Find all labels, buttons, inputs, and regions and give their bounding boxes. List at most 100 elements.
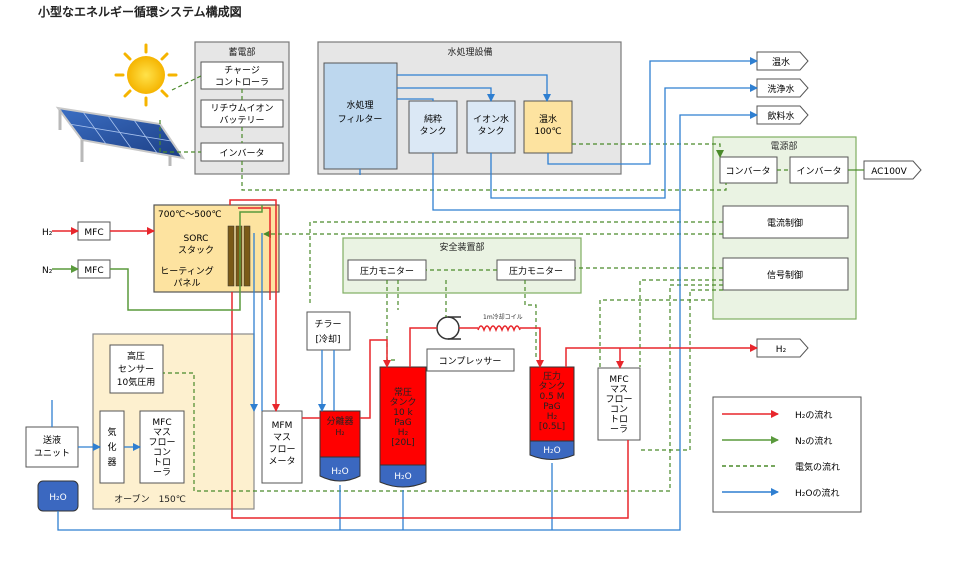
oven-mfc-line2: マス <box>153 428 171 438</box>
battery-line2: バッテリー <box>219 115 264 126</box>
power-inverter: インバータ <box>789 156 849 184</box>
legend: H₂の流れ N₂の流れ 電気の流れ H₂Oの流れ <box>712 396 862 513</box>
output-ac100v: AC100V <box>863 160 922 180</box>
normal-pressure-tank: 常圧 タンク 10 k PaG H₂ [20L] H₂O <box>379 366 427 488</box>
charge-controller-line1: チャージ <box>224 65 260 76</box>
pure-tank-line1: 純粋 <box>424 113 442 125</box>
feed-unit-line1: 送液 <box>43 434 61 446</box>
mfm-line2: マス <box>273 433 291 443</box>
normal-tank-line1: 常圧 <box>394 386 412 398</box>
output-hot-water-label: 温水 <box>772 56 790 68</box>
chiller-line1: チラー <box>314 319 341 330</box>
output-wash-water: 洗浄水 <box>756 78 809 98</box>
separator-sub: H₂ <box>335 428 344 437</box>
output-wash-water-label: 洗浄水 <box>767 83 794 95</box>
mfm-line3: フロー <box>268 445 295 455</box>
hot-water-tank: 温水 100℃ <box>523 100 573 154</box>
signal-control-label: 信号制御 <box>767 269 803 281</box>
high-pressure-sensor: 高圧 センサー 10気圧用 <box>109 344 164 394</box>
input-n2-mfc: MFC <box>77 259 111 279</box>
pressure-tank-line4: PaG <box>543 402 561 412</box>
input-h2-mfc: MFC <box>77 221 111 241</box>
lithium-battery: リチウムイオン バッテリー <box>200 99 284 128</box>
vaporizer-line1: 気 <box>107 426 116 438</box>
oven-mfc-line3: フロー <box>148 438 175 448</box>
right-mfc-line2: マス <box>610 385 628 395</box>
water-filter-line1: 水処理 <box>346 99 373 111</box>
compressor: コンプレッサー <box>426 348 515 372</box>
h2-lines <box>52 199 758 519</box>
right-mfc-line5: トロ <box>610 415 628 425</box>
pure-water-tank: 純粋 タンク <box>408 100 458 154</box>
normal-tank-bottom: H₂O <box>394 472 411 482</box>
hot-tank-line2: 100℃ <box>534 127 561 137</box>
input-h2-mfc-label: MFC <box>84 228 103 238</box>
storage-inverter-label: インバータ <box>219 148 264 159</box>
pressure-monitor-1: 圧力モニター <box>347 259 427 281</box>
normal-tank-line3: 10 k <box>393 408 413 418</box>
pressure-tank-line1: 圧力 <box>543 370 561 382</box>
right-mfc-line4: コン <box>610 405 628 415</box>
vaporizer-line3: 器 <box>107 457 116 468</box>
pressure-monitor-2: 圧力モニター <box>496 259 576 281</box>
cooling-coil-icon <box>477 325 521 333</box>
pressure-monitor-2-label: 圧力モニター <box>509 265 563 277</box>
water-filter: 水処理 フィルター <box>323 62 398 170</box>
pressure-tank: 圧力 タンク 0.5 M PaG H₂ [0.5L] H₂O <box>529 366 575 460</box>
chiller-line2: [冷却] <box>315 333 340 345</box>
power-inverter-label: インバータ <box>796 166 841 177</box>
ion-water-tank: イオン水 タンク <box>466 100 516 154</box>
input-n2-mfc-label: MFC <box>84 266 103 276</box>
n2-lines <box>52 205 263 311</box>
diagram-title: 小型なエネルギー循環システム構成図 <box>38 4 242 19</box>
output-h2: H₂ <box>756 338 809 358</box>
current-control: 電流制御 <box>722 205 849 239</box>
chiller: チラー [冷却] <box>306 311 351 351</box>
sorc-stack-unit: 700℃～500℃ SORC スタック ヒーティング パネル <box>153 204 280 293</box>
mfm-line4: メータ <box>268 456 295 467</box>
stack-plates-icon <box>227 225 251 287</box>
ion-tank-line2: タンク <box>477 126 504 137</box>
h2o-reservoir: H₂O <box>37 480 79 512</box>
current-control-label: 電流制御 <box>767 217 803 229</box>
feed-unit-line2: ユニット <box>34 449 70 459</box>
sun-icon <box>114 43 178 107</box>
oven-mfc: MFC マス フロー コン トロ ーラ <box>139 410 185 484</box>
pressure-tank-line3: 0.5 M <box>540 392 565 402</box>
sorc-stack-line2: スタック <box>178 245 214 256</box>
normal-tank-line4: PaG <box>394 418 412 428</box>
storage-group-label: 蓄電部 <box>228 46 255 58</box>
pressure-tank-line5: H₂ <box>547 412 558 422</box>
separator-tank: 分離器 H₂ H₂O <box>319 410 361 482</box>
pressure-tank-line2: タンク <box>538 381 565 392</box>
pressure-tank-bottom: H₂O <box>543 446 560 456</box>
legend-n2-label: N₂の流れ <box>795 435 832 447</box>
water-group-label: 水処理設備 <box>447 46 492 58</box>
sorc-temp: 700℃～500℃ <box>158 210 222 220</box>
power-converter-label: コンバータ <box>725 166 770 177</box>
sorc-heater-line2: パネル <box>173 278 200 289</box>
oven-mfc-line6: ーラ <box>153 467 171 478</box>
water-lines <box>51 57 758 531</box>
charge-controller: チャージ コントローラ <box>200 61 284 90</box>
output-hot-water: 温水 <box>756 51 809 71</box>
separator-label: 分離器 <box>326 415 353 427</box>
separator-bottom: H₂O <box>331 467 348 477</box>
pressure-tank-line6: [0.5L] <box>539 422 565 432</box>
sensor-line2: センサー <box>118 364 154 375</box>
right-mfc: MFC マス フロー コン トロ ーラ <box>597 367 641 441</box>
water-filter-line2: フィルター <box>338 114 383 125</box>
charge-controller-line2: コントローラ <box>215 77 269 88</box>
legend-water-label: H₂Oの流れ <box>795 487 839 499</box>
oven-mfc-line1: MFC <box>152 418 171 428</box>
sorc-heater-line1: ヒーティング <box>160 265 213 277</box>
vaporizer-line2: 化 <box>107 441 116 453</box>
electric-lines <box>159 75 864 492</box>
h2o-reservoir-label: H₂O <box>49 493 66 503</box>
compressor-icon <box>436 316 461 340</box>
compressor-label: コンプレッサー <box>439 356 502 367</box>
right-mfc-line3: フロー <box>605 395 632 405</box>
oven-group-label: オーブン 150℃ <box>114 493 186 505</box>
sensor-line1: 高圧 <box>127 350 145 362</box>
